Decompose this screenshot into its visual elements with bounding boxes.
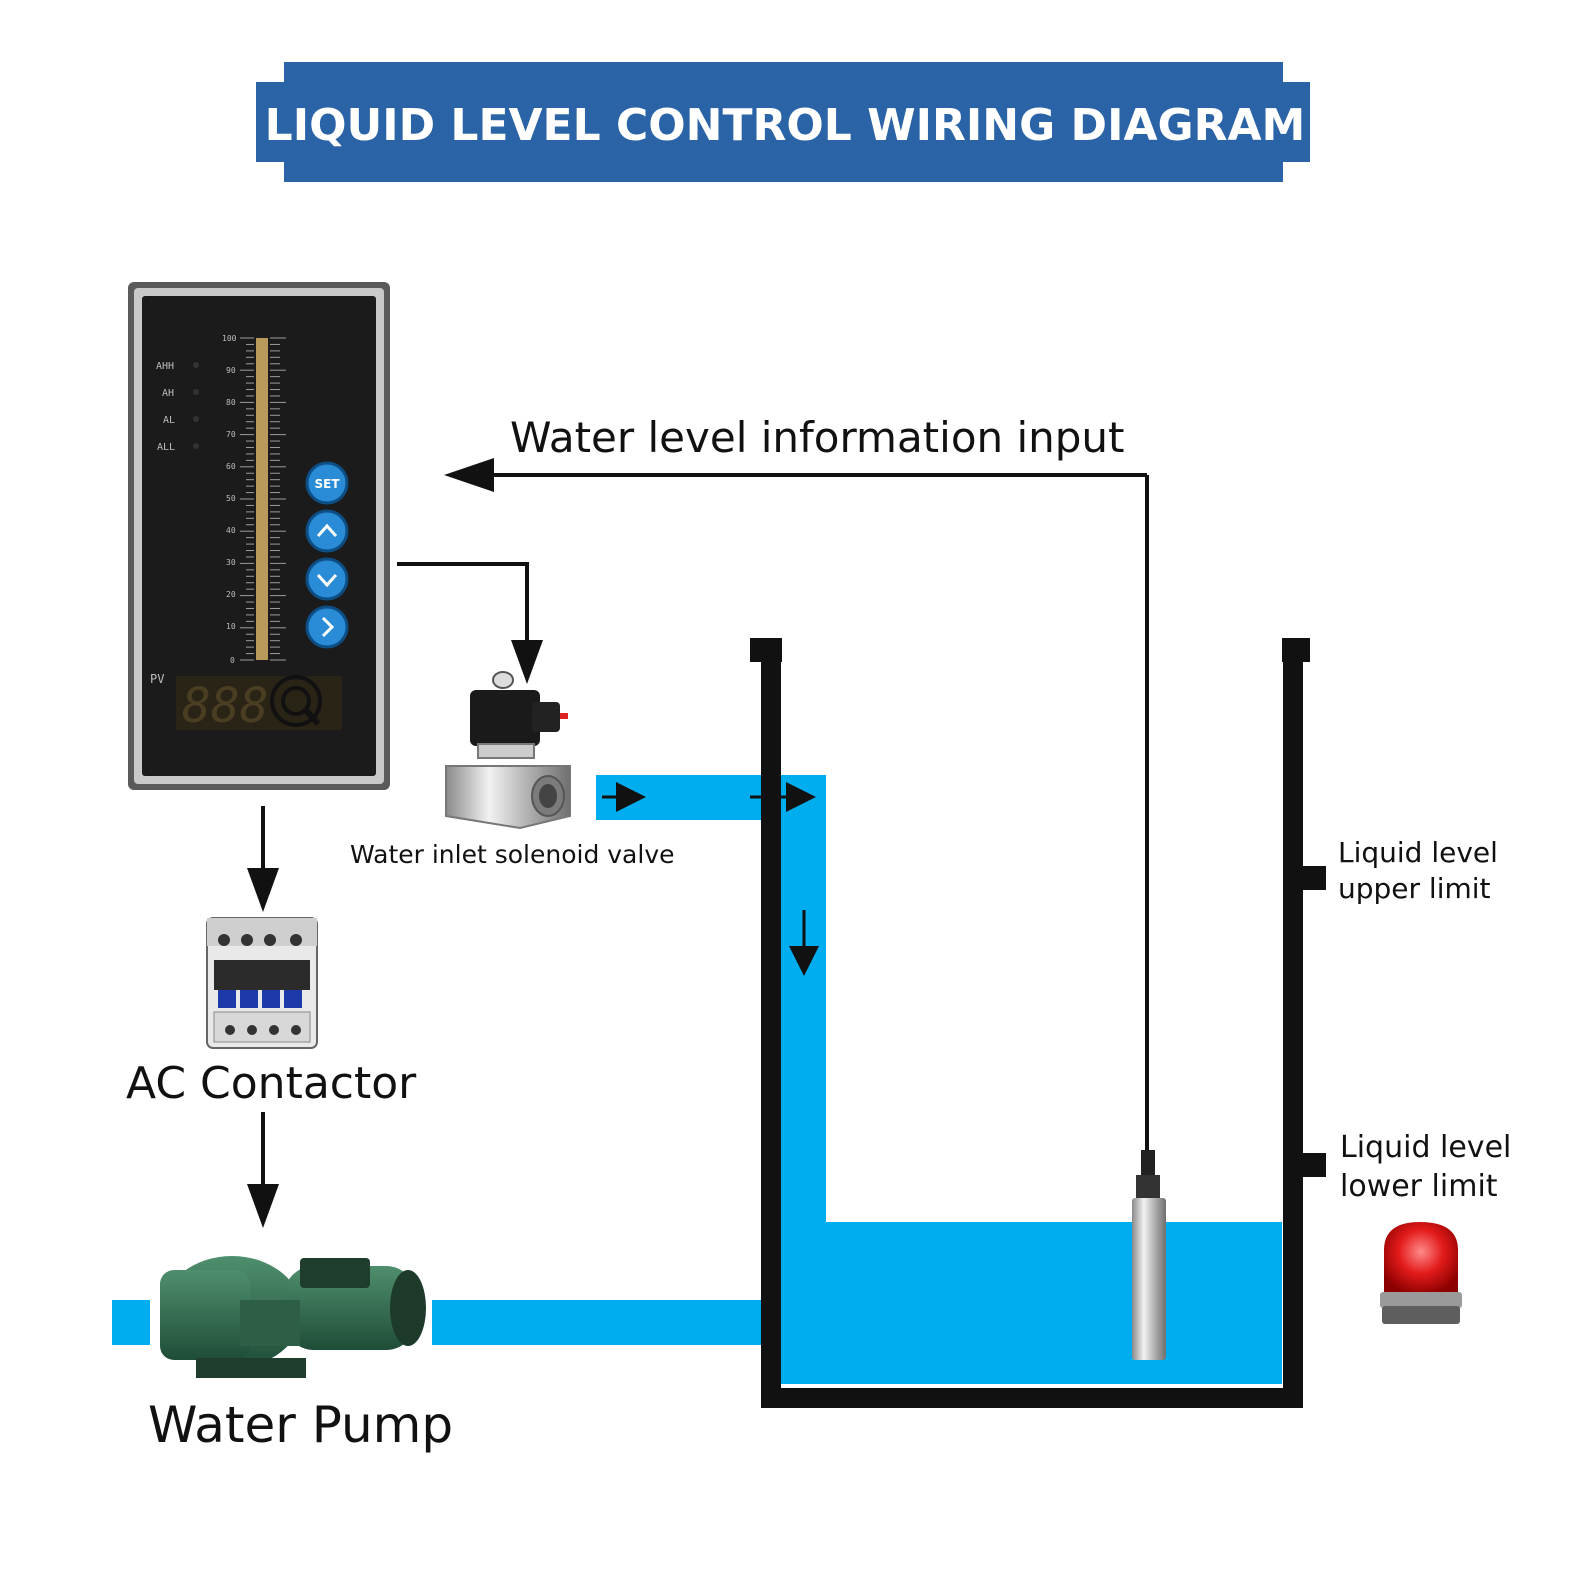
upper-limit-label-2: upper limit (1338, 872, 1491, 905)
scale-20: 20 (226, 590, 236, 599)
up-button[interactable] (305, 509, 349, 553)
outlet-pipe (432, 1300, 782, 1345)
scale-40: 40 (226, 526, 236, 535)
right-button[interactable] (305, 605, 349, 649)
lower-limit-mark (1300, 1153, 1326, 1177)
pressure-probe (1132, 1198, 1166, 1360)
set-button-label: SET (314, 477, 340, 491)
chevron-up-icon (316, 523, 338, 538)
level-bargraph (256, 338, 268, 660)
info-input-line (444, 458, 1147, 492)
brand-logo-icon (270, 675, 322, 727)
solenoid-valve (445, 671, 571, 830)
alarm-light-icon (1380, 1222, 1462, 1324)
level-sensor (1132, 475, 1166, 1360)
scale-100: 100 (222, 334, 237, 343)
set-button[interactable]: SET (305, 461, 349, 505)
scale-30: 30 (226, 558, 236, 567)
upper-limit-mark (1300, 866, 1326, 890)
scale-0: 0 (230, 656, 235, 665)
alarm-indicators: AHH AH AL ALL (156, 361, 199, 453)
scale-60: 60 (226, 462, 236, 471)
scale-90: 90 (226, 366, 236, 375)
scale-70: 70 (226, 430, 236, 439)
lower-limit-label-2: lower limit (1340, 1169, 1498, 1204)
upper-limit-label-1: Liquid level (1338, 836, 1498, 869)
indicator-ahh: AHH (156, 361, 174, 372)
diagram-title: LIQUID LEVEL CONTROL WIRING DIAGRAM (265, 100, 1306, 151)
info-input-label: Water level information input (510, 413, 1125, 462)
indicator-all: ALL (157, 442, 175, 453)
level-controller: AHH AH AL ALL 100 90 80 70 60 50 40 30 2… (128, 282, 390, 790)
scale-50: 50 (226, 494, 236, 503)
tank-wall (761, 660, 1303, 1408)
title-banner: LIQUID LEVEL CONTROL WIRING DIAGRAM (256, 62, 1310, 182)
controller-to-valve-wire (397, 562, 543, 684)
water-pump-label: Water Pump (148, 1396, 453, 1454)
scale-80: 80 (226, 398, 236, 407)
chevron-down-icon (316, 573, 338, 588)
pv-label: PV (150, 672, 164, 686)
scale-10: 10 (226, 622, 236, 631)
bargraph-scale: 100 90 80 70 60 50 40 30 20 10 0 (222, 334, 237, 665)
lower-limit-label-1: Liquid level (1340, 1130, 1511, 1165)
controller-to-contactor-wire (247, 806, 279, 912)
pump-inlet-stub (112, 1300, 150, 1345)
chevron-right-icon (321, 616, 335, 638)
flow-arrows (602, 782, 819, 976)
inlet-channel (780, 775, 826, 1225)
ac-contactor-label: AC Contactor (126, 1058, 417, 1109)
water-pump (160, 1256, 426, 1378)
pv-display-digits: 888 (182, 678, 269, 734)
indicator-al: AL (163, 415, 175, 426)
bargraph-ticks (240, 337, 286, 661)
indicator-ah: AH (162, 388, 174, 399)
down-button[interactable] (305, 557, 349, 601)
tank-water (780, 1222, 1282, 1384)
contactor-to-pump-wire (247, 1112, 279, 1228)
ac-contactor (206, 917, 318, 1049)
solenoid-valve-label: Water inlet solenoid valve (350, 840, 675, 869)
